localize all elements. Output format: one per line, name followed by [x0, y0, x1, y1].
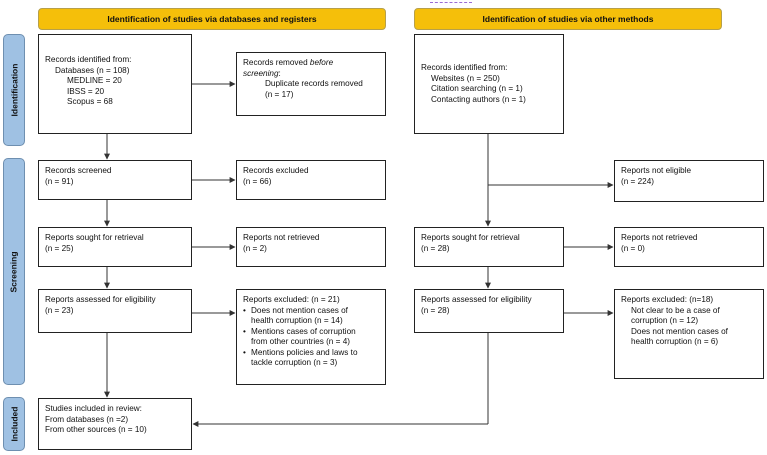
text-line: health corruption (n = 6) — [631, 337, 719, 346]
text-line: Websites (n = 250) — [431, 73, 500, 83]
text-line: Reports sought for retrieval — [421, 233, 520, 242]
text-line: tackle corruption (n = 3) — [251, 358, 338, 367]
included-studies-box: Studies included in review: From databas… — [38, 398, 192, 450]
left-reports-sought-box: Reports sought for retrieval (n = 25) — [38, 227, 192, 267]
text-line: Reports sought for retrieval — [45, 233, 144, 242]
text-part: : — [278, 68, 281, 78]
text-line: (n = 224) — [621, 176, 654, 186]
text-line: Mentions cases of corruption — [251, 326, 356, 336]
phase-identification-label: Identification — [9, 63, 20, 117]
text-line: Records identified from: — [45, 55, 132, 64]
text-line: Reports assessed for eligibility — [421, 295, 532, 304]
header-other-methods-label: Identification of studies via other meth… — [482, 14, 654, 24]
text-line: From databases (n =2) — [45, 414, 129, 424]
text-line: Contacting authors (n = 1) — [431, 94, 526, 104]
right-reports-excluded-box: Reports excluded: (n=18) Not clear to be… — [614, 289, 764, 379]
phase-identification: Identification — [3, 34, 25, 146]
text-line: (n = 23) — [45, 305, 74, 315]
text-line: Reports not eligible — [621, 166, 692, 175]
text-line: Reports not retrieved — [621, 233, 698, 242]
left-records-removed-box: Records removed before screening: Duplic… — [236, 52, 386, 116]
text-line: (n = 25) — [45, 243, 74, 253]
bullet: • — [243, 347, 246, 357]
text-line: Records identified from: — [421, 63, 508, 72]
bullet: • — [243, 305, 246, 315]
text-line: Reports excluded: (n=18) — [621, 295, 714, 304]
phase-included-label: Included — [9, 406, 20, 442]
text-line: Databases (n = 108) — [55, 65, 130, 75]
left-records-screened-box: Records screened (n = 91) — [38, 160, 192, 200]
text-line: (n = 28) — [421, 243, 450, 253]
exclusion-reason: • Does not mention cases of health corru… — [243, 306, 379, 327]
text-line: Records removed before — [243, 58, 379, 69]
header-other-methods: Identification of studies via other meth… — [414, 8, 722, 30]
bullet: • — [243, 326, 246, 336]
phase-screening-label: Screening — [9, 250, 20, 293]
text-line: Does not mention cases of — [251, 305, 348, 315]
text-line: health corruption (n = 14) — [251, 316, 343, 325]
text-line: Reports assessed for eligibility — [45, 295, 156, 304]
text-line: Records excluded — [243, 166, 309, 175]
right-reports-not-retrieved-box: Reports not retrieved (n = 0) — [614, 227, 764, 267]
text-line: corruption (n = 12) — [631, 316, 699, 325]
text-line: from other countries (n = 4) — [251, 337, 350, 346]
right-records-identified-box: Records identified from: Websites (n = 2… — [414, 34, 564, 134]
text-line: (n = 66) — [243, 176, 272, 186]
text-line: (n = 2) — [243, 243, 267, 253]
phase-screening: Screening — [3, 158, 25, 385]
left-reports-excluded-box: Reports excluded: (n = 21) • Does not me… — [236, 289, 386, 385]
text-line: IBSS = 20 — [67, 86, 105, 96]
text-line: Reports not retrieved — [243, 233, 320, 242]
right-reports-sought-box: Reports sought for retrieval (n = 28) — [414, 227, 564, 267]
text-line: screening: — [243, 69, 379, 80]
header-databases-label: Identification of studies via databases … — [107, 14, 317, 24]
exclusion-reason: • Mentions policies and laws to tackle c… — [243, 348, 379, 369]
text-part: Records removed — [243, 58, 310, 67]
text-line: (n = 17) — [265, 89, 294, 99]
exclusion-reason: • Mentions cases of corruption from othe… — [243, 327, 379, 348]
header-databases: Identification of studies via databases … — [38, 8, 386, 30]
text-part-italic: before — [309, 58, 334, 67]
text-part-italic: screening — [243, 68, 279, 78]
text-line: Mentions policies and laws to — [251, 347, 358, 357]
text-line: Not clear to be a case of — [631, 305, 720, 315]
text-line: Duplicate records removed — [265, 79, 363, 88]
right-not-eligible-box: Reports not eligible (n = 224) — [614, 160, 764, 202]
text-line: Studies included in review: — [45, 404, 142, 413]
text-line: (n = 0) — [621, 243, 645, 253]
left-reports-not-retrieved-box: Reports not retrieved (n = 2) — [236, 227, 386, 267]
text-line: From other sources (n = 10) — [45, 425, 147, 434]
text-line: MEDLINE = 20 — [67, 76, 122, 85]
text-line: (n = 28) — [421, 305, 450, 315]
phase-included: Included — [3, 397, 25, 451]
right-reports-assessed-box: Reports assessed for eligibility (n = 28… — [414, 289, 564, 333]
text-line: Records screened — [45, 166, 112, 175]
text-line: Does not mention cases of — [631, 326, 728, 336]
selection-marker — [430, 2, 472, 3]
left-reports-assessed-box: Reports assessed for eligibility (n = 23… — [38, 289, 192, 333]
text-line: (n = 91) — [45, 176, 74, 186]
left-records-excluded-box: Records excluded (n = 66) — [236, 160, 386, 200]
left-records-identified-box: Records identified from: Databases (n = … — [38, 34, 192, 134]
text-line: Scopus = 68 — [67, 97, 113, 106]
text-line: Citation searching (n = 1) — [431, 84, 523, 93]
text-line: Reports excluded: (n = 21) — [243, 295, 340, 304]
